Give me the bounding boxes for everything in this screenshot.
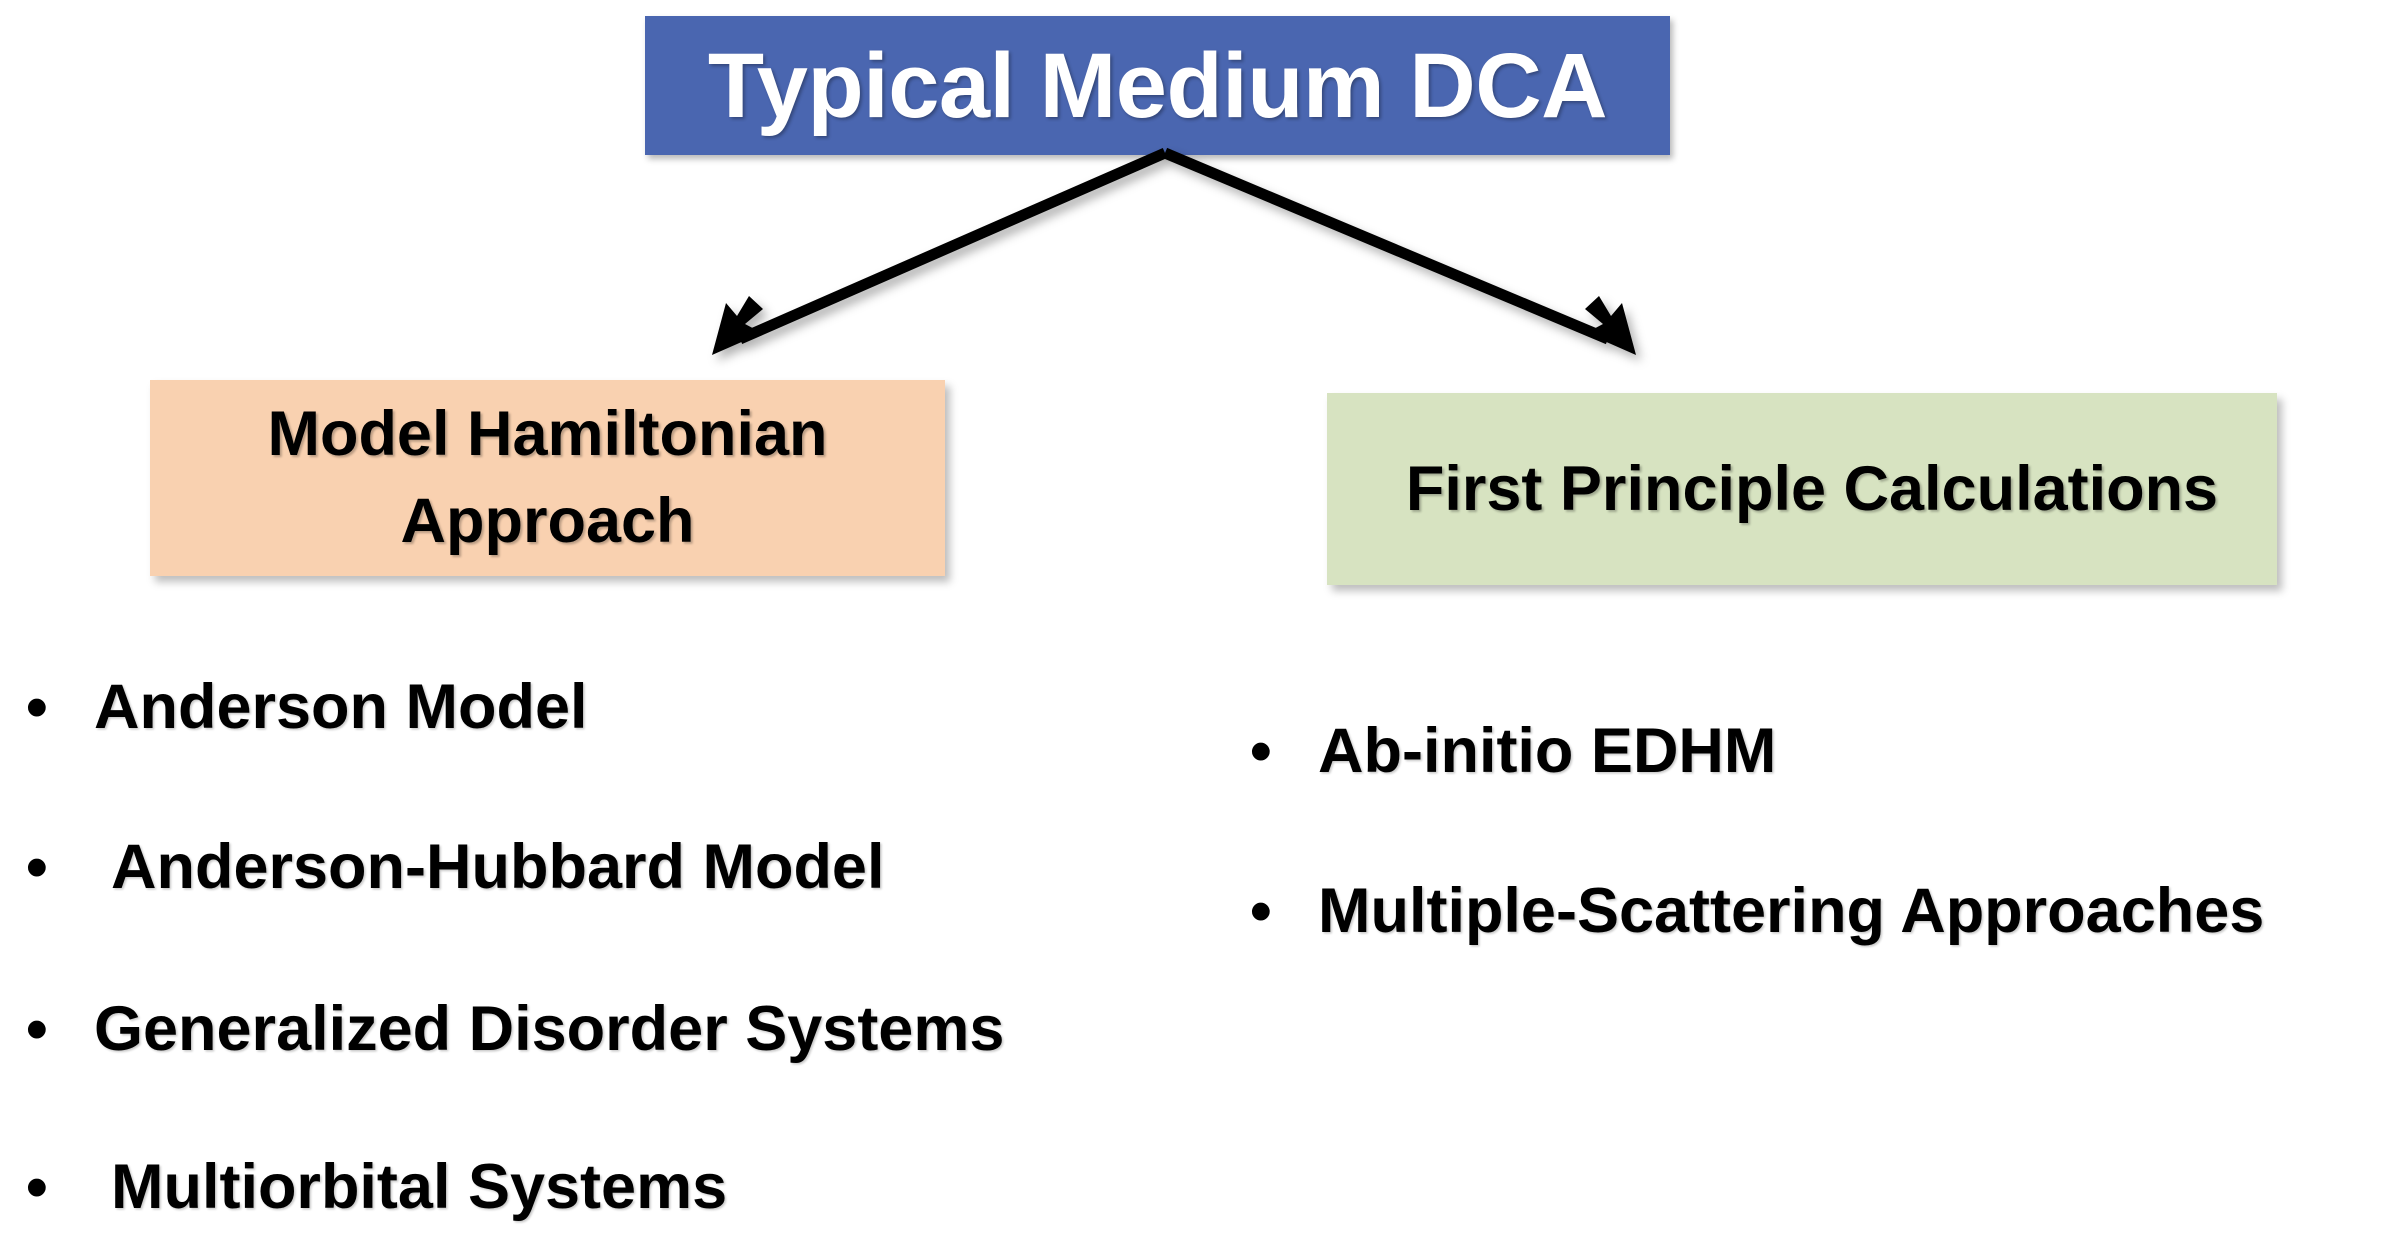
first-principle-heading: First Principle Calculations — [1405, 453, 2219, 524]
list-item: • Multiorbital Systems — [26, 1156, 727, 1219]
model-hamiltonian-heading: Model Hamiltonian Approach — [267, 391, 827, 565]
bullet-label: Anderson-Hubbard Model — [111, 832, 885, 902]
bullet-dot-icon: • — [26, 995, 48, 1064]
bullet-label: Multiple-Scattering Approaches — [1318, 876, 2265, 946]
list-item: • Anderson Model — [26, 676, 588, 739]
bullet-label: Ab-initio EDHM — [1318, 716, 1777, 786]
bullet-dot-icon: • — [26, 673, 48, 742]
bullet-dot-icon: • — [1250, 877, 1272, 946]
bullet-dot-icon: • — [26, 833, 48, 902]
bullet-dot-icon: • — [1250, 717, 1272, 786]
bullet-label: Generalized Disorder Systems — [94, 994, 1005, 1064]
page-title: Typical Medium DCA — [707, 34, 1608, 137]
model-hamiltonian-bullet-list: • Anderson Model • Anderson-Hubbard Mode… — [26, 0, 1176, 1238]
first-principle-bullet-list: • Ab-initio EDHM • Multiple-Scattering A… — [1250, 0, 2385, 1238]
model-hamiltonian-box: Model Hamiltonian Approach — [150, 380, 945, 576]
bullet-dot-icon: • — [26, 1153, 48, 1222]
list-item: • Anderson-Hubbard Model — [26, 836, 884, 899]
list-item: • Multiple-Scattering Approaches — [1250, 880, 2264, 943]
model-hamiltonian-heading-line1: Model Hamiltonian — [267, 399, 828, 470]
bullet-label: Multiorbital Systems — [111, 1152, 728, 1222]
list-item: • Ab-initio EDHM — [1250, 720, 1776, 783]
list-item: • Generalized Disorder Systems — [26, 998, 1004, 1061]
first-principle-box: First Principle Calculations — [1327, 393, 2277, 585]
model-hamiltonian-heading-line2: Approach — [400, 486, 695, 556]
title-box: Typical Medium DCA — [645, 16, 1670, 155]
bullet-label: Anderson Model — [94, 672, 588, 742]
